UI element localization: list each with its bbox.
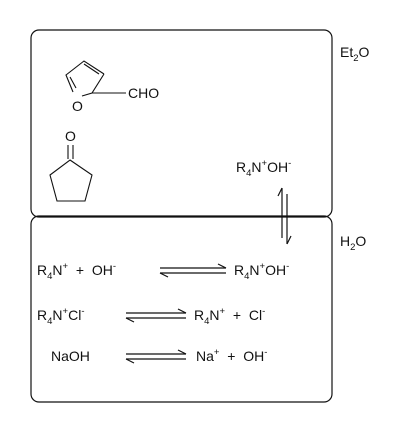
aqueous-phase-label: H2O (340, 233, 366, 253)
equilibrium-3-right: Na+ + OH- (196, 347, 267, 364)
phase-exchange-arrow (277, 187, 292, 245)
aldehyde-group-label: CHO (128, 85, 159, 101)
equilibrium-2-arrow (125, 308, 187, 323)
equilibrium-2-left: R4N+Cl- (37, 306, 85, 327)
organic-phase-box (30, 29, 333, 218)
cyclopentanone-structure: O (49, 128, 93, 202)
equilibrium-1-right: R4N+OH- (234, 261, 289, 282)
organic-phase-label: Et2O (340, 44, 370, 64)
equilibrium-1-arrow (159, 263, 227, 278)
furan-oxygen-label: O (72, 98, 83, 114)
equilibrium-3-left: NaOH (51, 348, 90, 364)
organic-ion-pair-label: R4N+OH- (236, 158, 291, 179)
aqueous-phase-box (30, 215, 333, 403)
equilibrium-1-left: R4N+ + OH- (37, 261, 116, 282)
equilibrium-3-arrow (125, 349, 187, 364)
equilibrium-2-right: R4N+ + Cl- (194, 306, 265, 327)
ketone-oxygen-label: O (65, 128, 76, 144)
furfural-structure: O CHO (65, 60, 159, 114)
